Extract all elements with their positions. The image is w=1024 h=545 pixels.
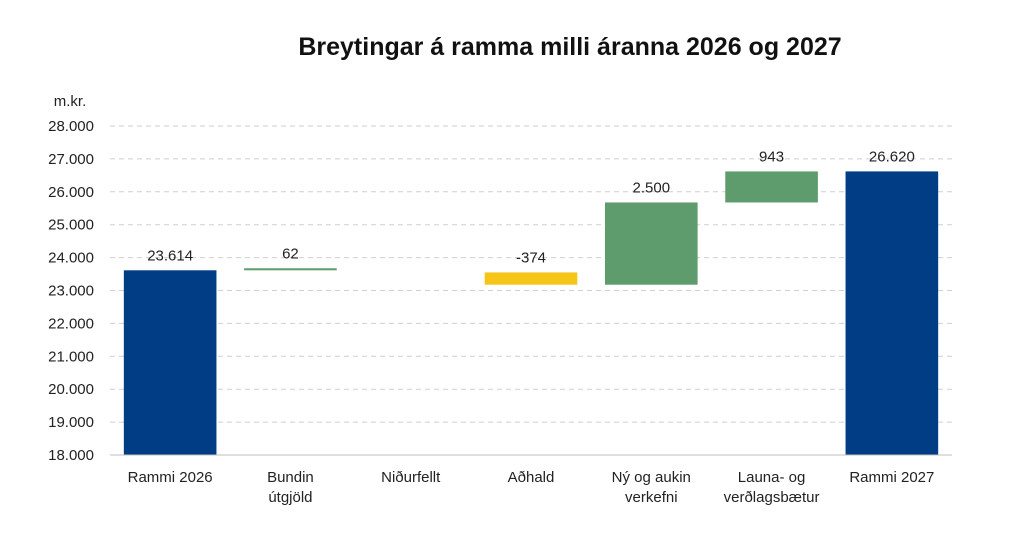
y-tick-label: 21.000 (48, 348, 94, 365)
y-tick-label: 24.000 (48, 250, 94, 267)
y-tick-label: 26.000 (48, 184, 94, 201)
category-label-line: Launa- og (738, 469, 806, 486)
data-label: -374 (516, 249, 546, 266)
category-label: Bundin útgjöld (267, 469, 314, 506)
chart-title: Breytingar á ramma milli áranna 2026 og … (298, 33, 841, 61)
bar (244, 268, 337, 271)
bar (604, 202, 698, 285)
data-label: 2.500 (633, 179, 671, 196)
y-tick-label: 20.000 (48, 381, 94, 398)
category-label: Aðhald (508, 469, 555, 486)
data-label: 943 (759, 148, 784, 165)
y-axis-ticks: 18.000 19.000 20.000 21.000 22.000 23.000 24.0… (48, 118, 94, 464)
y-tick-label: 27.000 (48, 151, 94, 168)
category-label-line: Niðurfellt (381, 469, 441, 486)
y-tick-label: 25.000 (48, 217, 94, 234)
category-label-line: útgjöld (268, 489, 312, 506)
data-label: 26.620 (869, 148, 915, 165)
unit-label: m.kr. (54, 93, 87, 110)
category-label: Ný og aukin verkefni (612, 469, 691, 506)
bar (484, 272, 578, 285)
y-tick-label: 22.000 (48, 315, 94, 332)
category-label-line: verkefni (625, 489, 678, 506)
bars (123, 171, 939, 456)
category-label-line: verðlagsbætur (724, 489, 820, 506)
category-label-line: Ný og aukin (612, 469, 691, 486)
bar (845, 171, 939, 456)
category-label: Niðurfellt (381, 469, 441, 486)
category-label-line: Rammi 2027 (849, 469, 934, 486)
category-label-line: Bundin (267, 469, 314, 486)
category-label: Rammi 2026 (128, 469, 213, 486)
data-label: 62 (282, 245, 299, 262)
category-label-line: Rammi 2026 (128, 469, 213, 486)
bar (123, 270, 217, 455)
bar (725, 171, 818, 203)
data-label: 23.614 (147, 247, 193, 264)
x-axis-categories: Rammi 2026 Bundin útgjöld Niðurfellt Aðhald N… (128, 469, 935, 506)
y-tick-label: 18.000 (48, 447, 94, 464)
data-labels: 23.614 62 -374 2.500 943 26.620 (147, 148, 915, 266)
category-label: Launa- og verðlagsbætur (724, 469, 820, 506)
y-tick-label: 28.000 (48, 118, 94, 135)
y-tick-label: 23.000 (48, 283, 94, 300)
y-tick-label: 19.000 (48, 414, 94, 431)
category-label: Rammi 2027 (849, 469, 934, 486)
category-label-line: Aðhald (508, 469, 555, 486)
